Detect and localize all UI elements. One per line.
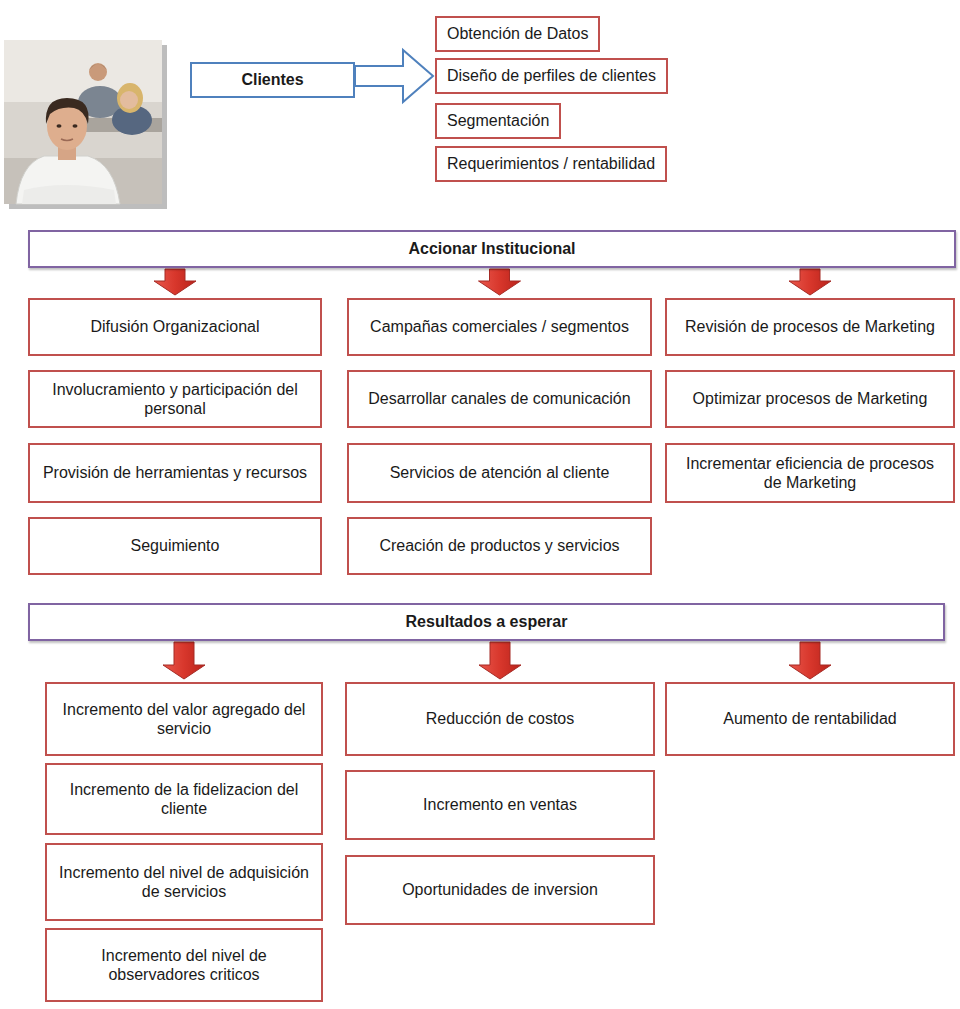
box-text: Resultados a esperar bbox=[406, 612, 568, 631]
box-text: Incremento del nivel de observadores cri… bbox=[55, 946, 313, 984]
result-box: Incremento en ventas bbox=[345, 770, 655, 840]
student-hair bbox=[89, 64, 107, 70]
step-box: Segmentación bbox=[435, 103, 561, 139]
box-text: Optimizar procesos de Marketing bbox=[693, 389, 928, 408]
box-text: Creación de productos y servicios bbox=[379, 536, 619, 555]
student-eye bbox=[57, 124, 62, 128]
section-band: Accionar Institucional bbox=[28, 230, 956, 268]
box-text: Segmentación bbox=[447, 111, 549, 130]
box-text: Diseño de perfiles de clientes bbox=[447, 66, 656, 85]
students-photo bbox=[4, 40, 168, 210]
box-text: Incremento en ventas bbox=[423, 795, 577, 814]
hollow-arrow bbox=[355, 50, 433, 102]
block-arrow bbox=[789, 642, 831, 679]
box-text: Accionar Institucional bbox=[408, 239, 575, 258]
section-band: Resultados a esperar bbox=[28, 603, 945, 641]
box-text: Campañas comerciales / segmentos bbox=[370, 317, 629, 336]
box-text: Obtención de Datos bbox=[447, 24, 588, 43]
block-arrow bbox=[163, 642, 205, 679]
box-text: Difusión Organizacional bbox=[91, 317, 260, 336]
step-box: Obtención de Datos bbox=[435, 16, 600, 52]
box-text: Provisión de herramientas y recursos bbox=[43, 463, 307, 482]
step-box: Diseño de perfiles de clientes bbox=[435, 58, 668, 94]
box-text: Involucramiento y participación del pers… bbox=[38, 380, 312, 418]
action-box: Desarrollar canales de comunicación bbox=[347, 370, 652, 428]
student-eye bbox=[73, 124, 78, 128]
box-text: Reducción de costos bbox=[426, 709, 575, 728]
block-arrow bbox=[479, 642, 521, 679]
box-text: Incremento del nivel de adquisición de s… bbox=[55, 863, 313, 901]
box-text: Incrementar eficiencia de procesos de Ma… bbox=[675, 454, 945, 492]
action-box: Incrementar eficiencia de procesos de Ma… bbox=[665, 443, 955, 503]
box-text: Incremento de la fidelizacion del client… bbox=[55, 780, 313, 818]
block-arrow bbox=[154, 269, 196, 295]
box-text: Aumento de rentabilidad bbox=[723, 709, 896, 728]
student-arms bbox=[22, 185, 116, 204]
box-text: Clientes bbox=[241, 70, 303, 89]
action-box: Optimizar procesos de Marketing bbox=[665, 370, 955, 428]
box-text: Desarrollar canales de comunicación bbox=[368, 389, 630, 408]
clients-box: Clientes bbox=[190, 62, 355, 98]
block-arrow bbox=[789, 269, 831, 295]
box-text: Servicios de atención al cliente bbox=[390, 463, 610, 482]
student-hair bbox=[117, 83, 143, 113]
action-box: Campañas comerciales / segmentos bbox=[347, 298, 652, 356]
box-text: Seguimiento bbox=[131, 536, 220, 555]
box-text: Incremento del valor agregado del servic… bbox=[55, 700, 313, 738]
student-head bbox=[89, 63, 107, 81]
result-box: Aumento de rentabilidad bbox=[665, 682, 955, 756]
result-box: Incremento del nivel de adquisición de s… bbox=[45, 843, 323, 921]
action-box: Involucramiento y participación del pers… bbox=[28, 370, 322, 428]
result-box: Incremento del nivel de observadores cri… bbox=[45, 928, 323, 1002]
result-box: Incremento del valor agregado del servic… bbox=[45, 682, 323, 756]
student-mouth bbox=[61, 139, 73, 141]
block-arrow bbox=[479, 269, 521, 295]
photo-background bbox=[4, 40, 162, 204]
student-head bbox=[120, 91, 138, 109]
box-text: Oportunidades de inversion bbox=[402, 880, 598, 899]
box-text: Requerimientos / rentabilidad bbox=[447, 154, 655, 173]
student-shirt bbox=[16, 156, 120, 204]
action-box: Servicios de atención al cliente bbox=[347, 443, 652, 503]
box-text: Revisión de procesos de Marketing bbox=[685, 317, 935, 336]
action-box: Revisión de procesos de Marketing bbox=[665, 298, 955, 356]
action-box: Creación de productos y servicios bbox=[347, 517, 652, 575]
action-box: Seguimiento bbox=[28, 517, 322, 575]
action-box: Provisión de herramientas y recursos bbox=[28, 443, 322, 503]
result-box: Reducción de costos bbox=[345, 682, 655, 756]
result-box: Oportunidades de inversion bbox=[345, 855, 655, 925]
student-hair bbox=[46, 98, 89, 124]
step-box: Requerimientos / rentabilidad bbox=[435, 146, 667, 182]
result-box: Incremento de la fidelizacion del client… bbox=[45, 763, 323, 835]
action-box: Difusión Organizacional bbox=[28, 298, 322, 356]
